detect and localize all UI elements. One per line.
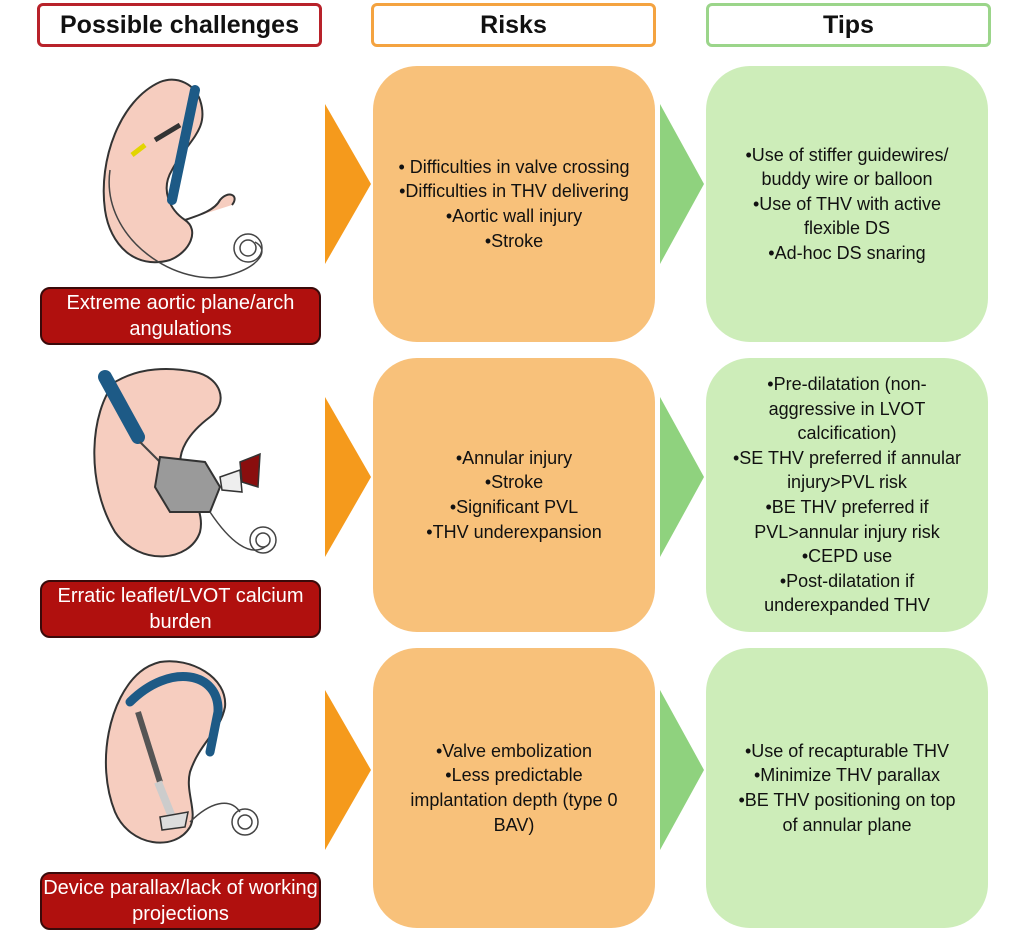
tip-item: •Minimize THV parallax (753, 765, 941, 786)
tips-box-3: •Use of recapturable THV •Minimize THV pa… (706, 648, 988, 928)
arrow-to-tips-1 (660, 104, 704, 264)
tip-item: •Use of THV with active flexible DS (752, 193, 942, 239)
arrow-to-risks-2 (325, 397, 371, 557)
arrow-to-tips-2 (660, 397, 704, 557)
tip-item: •BE THV positioning on top of annular pl… (738, 790, 956, 835)
risk-item: •Aortic wall injury (445, 206, 583, 226)
tip-item: •SE THV preferred if annular injury>PVL … (732, 447, 962, 493)
risks-box-2: •Annular injury •Stroke •Significant PVL •T… (373, 358, 655, 632)
risk-item: •Less predictable implantation depth (ty… (410, 765, 618, 835)
tip-item: •Ad-hoc DS snaring (768, 242, 926, 263)
arrow-to-risks-1 (325, 104, 371, 264)
device-parallax-illustration (104, 660, 259, 844)
header-tips: Tips (706, 3, 991, 47)
aortic-arch-angulation-illustration (102, 78, 263, 279)
header-possible-challenges: Possible challenges (37, 3, 322, 47)
risk-item: •Stroke (484, 230, 544, 251)
challenge-label-3: Device parallax/lack of working projecti… (40, 872, 321, 930)
tips-box-1: •Use of stiffer guidewires/ buddy wire o… (706, 66, 988, 342)
header-risks: Risks (371, 3, 656, 47)
risk-item: •Valve embolization (435, 740, 593, 761)
tip-item: •BE THV preferred if PVL>annular injury … (754, 497, 940, 542)
tip-item: •Pre-dilatation (non-aggressive in LVOT … (767, 374, 927, 444)
risk-item: •Significant PVL (449, 497, 579, 517)
risk-item: •Stroke (484, 472, 544, 493)
arrow-to-tips-3 (660, 690, 704, 850)
risk-item: •Annular injury (455, 447, 573, 468)
risk-item: • Difficulties in valve crossing (398, 156, 630, 177)
tips-box-2: •Pre-dilatation (non-aggressive in LVOT … (706, 358, 988, 632)
tip-item: •Post-dilatation if underexpanded THV (764, 570, 930, 616)
tip-item: •Use of recapturable THV (744, 740, 950, 761)
risks-box-3: •Valve embolization •Less predictable imp… (373, 648, 655, 928)
risk-item: •Difficulties in THV delivering (399, 181, 629, 202)
tip-item: •CEPD use (801, 546, 893, 567)
leaflet-calcium-illustration (93, 368, 277, 558)
arrow-to-risks-3 (325, 690, 371, 850)
challenge-label-1: Extreme aortic plane/arch angulations (40, 287, 321, 345)
risk-item: •THV underexpansion (426, 521, 602, 542)
risks-box-1: • Difficulties in valve crossing •Difficu… (373, 66, 655, 342)
tip-item: •Use of stiffer guidewires/ buddy wire o… (745, 144, 949, 190)
challenge-label-2: Erratic leaflet/LVOT calcium burden (40, 580, 321, 638)
